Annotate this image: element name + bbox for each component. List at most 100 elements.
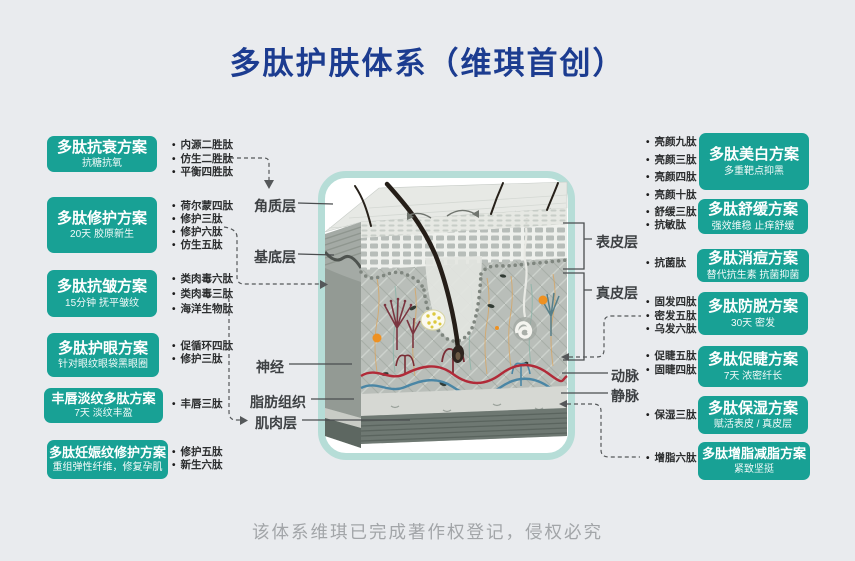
peptide-list: 亮颜九肽 亮颜三肽 亮颜四肽 亮颜十肽 xyxy=(646,134,697,204)
label-vein: 静脉 xyxy=(611,388,639,404)
sebaceous-gland xyxy=(420,309,446,331)
peptide-list: 荷尔蒙四肽 修护三肽 修护六肽 仿生五肽 xyxy=(172,200,234,252)
peptide-item: 抗敏肽 xyxy=(646,219,697,232)
label-basal-layer: 基底层 xyxy=(254,249,296,265)
plan-subtitle: 15分钟 抚平皱纹 xyxy=(65,297,139,309)
arrow-down-icon xyxy=(264,180,274,189)
plan-box-stretch-mark: 多肽妊娠纹修护方案 重组弹性纤维，修复孕肌 xyxy=(47,440,168,479)
plan-box-eye-care: 多肽护眼方案 针对眼纹眼袋黑眼圈 xyxy=(47,333,159,377)
plan-title: 丰唇淡纹多肽方案 xyxy=(51,390,156,406)
arrow-right-icon xyxy=(240,416,248,425)
plan-title: 多肽护眼方案 xyxy=(57,339,148,357)
peptide-item: 修护三肽 xyxy=(172,353,233,366)
plan-title: 多肽促睫方案 xyxy=(707,351,798,369)
plan-title: 多肽保湿方案 xyxy=(707,399,798,417)
peptide-item: 亮颜四肽 xyxy=(646,169,697,187)
hair-follicle xyxy=(384,181,465,363)
peptide-item: 内源二胜肽 xyxy=(172,139,234,153)
label-stratum-corneum: 角质层 xyxy=(254,198,296,214)
peptide-item: 修护三肽 xyxy=(172,213,233,226)
peptide-list: 修护五肽 新生六肽 xyxy=(172,446,223,472)
plan-box-anti-aging: 多肽抗衰方案 抗糖抗氧 xyxy=(47,136,157,172)
label-fat-tissue: 脂肪组织 xyxy=(250,394,306,410)
peptide-item: 抗菌肽 xyxy=(646,257,687,270)
fat-layer xyxy=(361,386,567,416)
plan-title: 多肽抗皱方案 xyxy=(56,278,147,296)
sweat-gland xyxy=(513,215,537,341)
skin-front-face xyxy=(359,181,568,444)
peptide-item: 舒缓三肽 xyxy=(646,206,697,219)
peptide-item: 修护五肽 xyxy=(172,446,223,459)
plan-box-whitening: 多肽美白方案 多重靶点抑黑 xyxy=(699,133,809,190)
plan-subtitle: 7天 浓密纤长 xyxy=(723,370,783,382)
peptide-item: 促睫五肽 xyxy=(646,350,697,364)
peptide-list: 增脂六肽 xyxy=(646,452,697,465)
peptide-item: 修护六肽 xyxy=(172,226,233,239)
peptide-item: 丰唇三肽 xyxy=(172,398,223,411)
peptide-item: 密发五肽 xyxy=(646,310,697,324)
plan-box-anti-hairloss: 多肽防脱方案 30天 密发 xyxy=(698,292,808,335)
peptide-item: 乌发六肽 xyxy=(646,323,697,337)
plan-subtitle: 7天 淡纹丰盈 xyxy=(74,408,133,420)
nerve-endings xyxy=(383,292,560,350)
artery-vessel xyxy=(360,363,568,385)
plan-box-anti-acne: 多肽消痘方案 替代抗生素 抗菌抑菌 xyxy=(697,249,809,282)
plan-title: 多肽抗衰方案 xyxy=(56,138,147,156)
plan-subtitle: 赋活表皮 / 真皮层 xyxy=(713,419,793,431)
plan-box-repair: 多肽修护方案 20天 胶原新生 xyxy=(47,197,157,253)
plan-subtitle: 20天 胶原新生 xyxy=(70,229,134,241)
peptide-item: 亮颜九肽 xyxy=(646,134,697,152)
peptide-list: 舒缓三肽 抗敏肽 xyxy=(646,206,697,232)
plan-title: 多肽增脂减脂方案 xyxy=(701,446,806,462)
connector-fat-to-lipid xyxy=(567,403,640,458)
page-title: 多肽护肤体系（维琪首创） xyxy=(229,46,626,81)
peptide-list: 保湿三肽 xyxy=(646,409,697,422)
epidermis-layer xyxy=(361,224,567,270)
plan-subtitle: 紧致坚挺 xyxy=(734,463,774,475)
skin-left-side-face xyxy=(325,222,363,448)
plan-subtitle: 针对眼纹眼袋黑眼圈 xyxy=(58,359,148,371)
peptide-item: 类肉毒六肽 xyxy=(172,272,234,287)
basal-wave-side xyxy=(325,251,363,269)
plan-box-anti-wrinkle: 多肽抗皱方案 15分钟 抚平皱纹 xyxy=(47,270,157,317)
peptide-list: 促睫五肽 固睫四肽 xyxy=(646,350,697,377)
peptide-item: 荷尔蒙四肽 xyxy=(172,200,234,213)
peptide-list: 促循环四肽 修护三肽 xyxy=(172,340,234,366)
plan-subtitle: 替代抗生素 抗菌抑菌 xyxy=(706,269,800,281)
plan-title: 多肽防脱方案 xyxy=(707,298,798,316)
label-epidermis: 表皮层 xyxy=(596,234,638,250)
plan-box-lash-growth: 多肽促睫方案 7天 浓密纤长 xyxy=(698,346,808,387)
label-nerve: 神经 xyxy=(256,359,284,375)
plan-box-moisturizing: 多肽保湿方案 赋活表皮 / 真皮层 xyxy=(698,396,808,434)
plan-subtitle: 30天 密发 xyxy=(731,317,775,329)
skin-cross-section-illustration xyxy=(325,181,568,448)
peptide-item: 固睫四肽 xyxy=(646,364,697,378)
plan-box-fat-sculpt: 多肽增脂减脂方案 紧致坚挺 xyxy=(698,442,810,480)
peptide-item: 固发四肽 xyxy=(646,296,697,310)
peptide-item: 增脂六肽 xyxy=(646,452,697,465)
label-artery: 动脉 xyxy=(611,368,639,384)
plan-title: 多肽妊娠纹修护方案 xyxy=(49,444,167,460)
copyright-notice: 该体系维琪已完成著作权登记，侵权必究 xyxy=(252,522,603,542)
peptide-list: 固发四肽 密发五肽 乌发六肽 xyxy=(646,296,697,337)
label-muscle-layer: 肌肉层 xyxy=(255,415,297,431)
plan-box-lip-plump: 丰唇淡纹多肽方案 7天 淡纹丰盈 xyxy=(44,388,163,423)
plan-title: 多肽修护方案 xyxy=(56,209,147,227)
peptide-item: 促循环四肽 xyxy=(172,340,234,353)
surface-arrows xyxy=(406,209,479,220)
connector-follicle-to-hairloss xyxy=(569,315,641,358)
peptide-item: 仿生五肽 xyxy=(172,239,233,252)
plan-title: 多肽消痘方案 xyxy=(707,250,798,268)
plan-subtitle: 重组弹性纤维，修复孕肌 xyxy=(52,462,163,474)
hairs xyxy=(354,182,559,227)
peptide-item: 仿生二胜肽 xyxy=(172,153,234,167)
gland-dots xyxy=(372,295,548,343)
plan-subtitle: 多重靶点抑黑 xyxy=(724,165,784,177)
peptide-list: 抗菌肽 xyxy=(646,257,687,270)
plan-title: 多肽美白方案 xyxy=(708,146,799,164)
plan-subtitle: 强效维稳 止痒舒缓 xyxy=(711,220,795,232)
peptide-item: 亮颜三肽 xyxy=(646,152,697,170)
peptide-item: 亮颜十肽 xyxy=(646,187,697,205)
peptide-list: 类肉毒六肽 类肉毒三肽 海洋生物肽 xyxy=(172,272,234,317)
